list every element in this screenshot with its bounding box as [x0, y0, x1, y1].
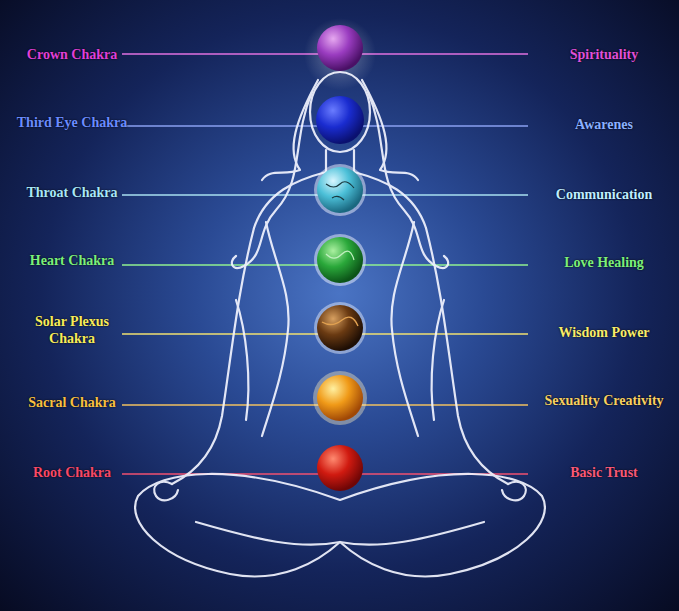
- chakra-meaning: Sexuality Creativity: [544, 392, 664, 409]
- chakra-name: Heart Chakra: [12, 252, 132, 269]
- chakra-name: Root Chakra: [12, 464, 132, 481]
- chakra-meaning: Basic Trust: [544, 464, 664, 481]
- chakra-stones: [304, 18, 376, 491]
- chakra-name: Third Eye Chakra: [12, 114, 132, 131]
- chakra-meaning: Love Healing: [544, 254, 664, 271]
- chakra-name: Crown Chakra: [12, 46, 132, 63]
- level-lines: [122, 54, 528, 474]
- chakra-meaning: Spirituality: [544, 46, 664, 63]
- chakra-meaning: Awarenes: [544, 116, 664, 133]
- chakra-name: Sacral Chakra: [12, 394, 132, 411]
- chakra-meaning: Communication: [544, 186, 664, 203]
- chakra-name: Solar Plexus Chakra: [12, 313, 132, 347]
- meditating-figure: [135, 72, 545, 576]
- chakra-name: Throat Chakra: [12, 184, 132, 201]
- chakra-meaning: Wisdom Power: [544, 324, 664, 341]
